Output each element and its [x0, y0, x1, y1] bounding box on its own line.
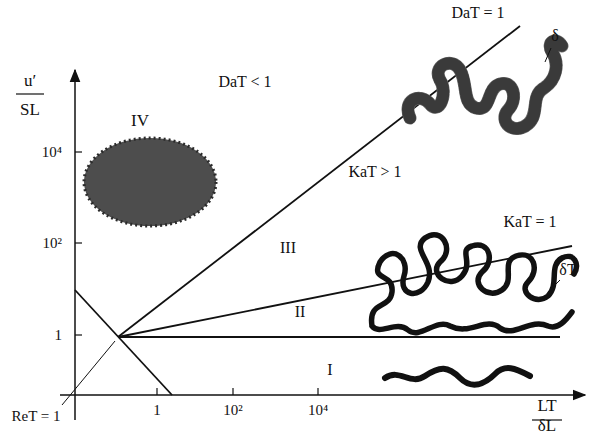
callout-label: δ	[551, 28, 559, 44]
axis-label: u′	[24, 72, 36, 89]
fraction-bar	[16, 93, 44, 94]
callout-label: δT	[559, 262, 576, 278]
region-number: IV	[131, 112, 149, 129]
regime-iv-blob	[84, 138, 216, 226]
line-label: KaT = 1	[503, 214, 556, 230]
region-number: III	[280, 240, 296, 256]
tick-label: 10²	[223, 403, 243, 418]
line-label: DaT = 1	[451, 5, 504, 21]
tick-label: 1	[153, 403, 161, 418]
flame-front-i	[385, 368, 530, 385]
region-number: II	[295, 304, 306, 320]
tick-label: 10⁴	[42, 145, 62, 160]
y-axis	[74, 70, 76, 420]
x-axis	[60, 394, 585, 396]
axis-label: LT	[537, 397, 556, 414]
tick-label: 10²	[43, 236, 63, 251]
tick-label: 1	[55, 328, 63, 343]
leader-line	[62, 341, 115, 405]
tick-label: 10⁴	[308, 403, 328, 418]
region-label: DaT < 1	[218, 74, 271, 90]
axis-label: SL	[20, 101, 40, 118]
axis-label: δL	[538, 416, 556, 433]
line-label: ReT = 1	[11, 409, 60, 424]
region-number: I	[327, 362, 332, 378]
region-label: KaT > 1	[348, 164, 401, 180]
leader-line	[548, 280, 560, 292]
regime-iv-texture	[84, 138, 216, 226]
regime-boundaries	[75, 26, 572, 395]
leader-line	[545, 48, 551, 62]
flame-front-ii	[372, 235, 577, 333]
flame-zone-iii	[408, 41, 562, 129]
